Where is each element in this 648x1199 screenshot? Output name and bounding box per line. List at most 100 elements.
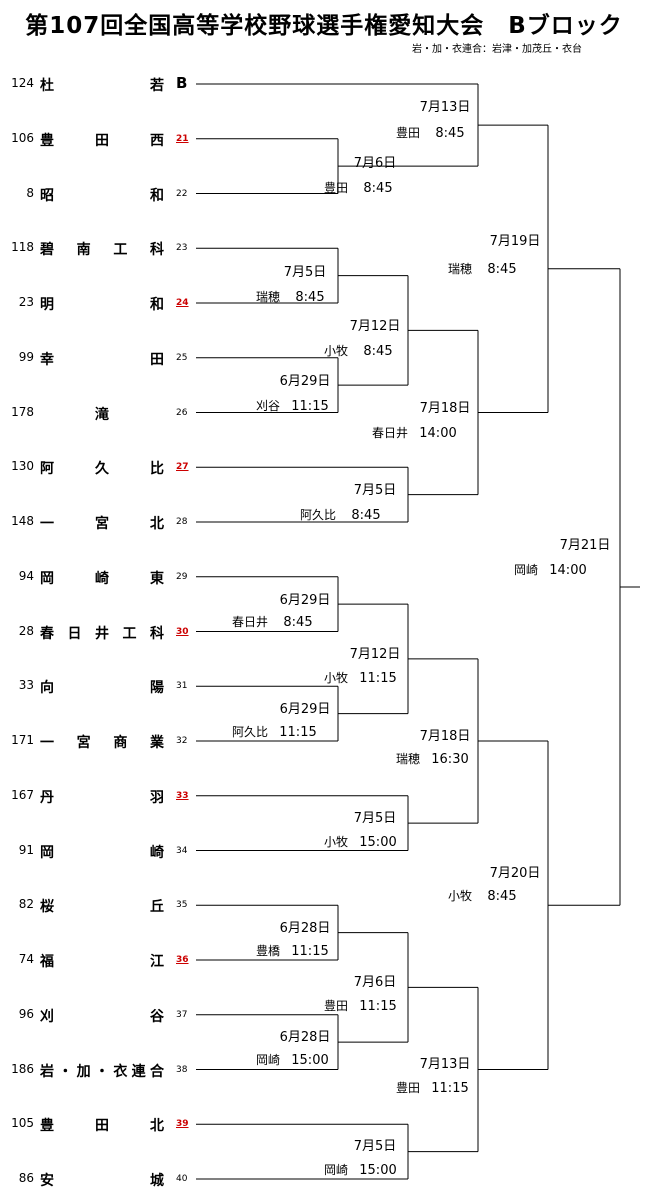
game-time: 8:45 — [487, 889, 517, 904]
game-date: 7月18日 — [419, 729, 471, 744]
team-note: 岩・加・衣連合：岩津・加茂丘・衣台 — [412, 44, 582, 55]
game-date: 6月28日 — [279, 921, 331, 936]
team-name: 杜若 — [40, 78, 164, 94]
game-venue: 春日井 — [371, 426, 408, 440]
game-venue-time: 豊田 11:15 — [300, 997, 408, 1014]
bracket-slot-number: 34 — [176, 845, 188, 856]
team-name: 岩・加・衣連合 — [40, 1063, 164, 1080]
team-name: 阿久比 — [40, 461, 164, 478]
team-seed-number: 167 — [11, 787, 34, 802]
team-name: 向陽 — [40, 680, 164, 697]
team-seed-number: 33 — [18, 678, 34, 693]
team-seed-number: 124 — [11, 76, 34, 90]
game-time: 16:30 — [431, 752, 469, 767]
bracket-slot-number: 33 — [176, 790, 189, 801]
game-date: 6月29日 — [279, 702, 331, 717]
team-seed-number: 130 — [11, 459, 34, 474]
game-date: 6月28日 — [279, 1030, 331, 1045]
team-seed-number: 94 — [18, 568, 34, 583]
team-seed-number: 186 — [11, 1061, 34, 1076]
team-name: 一宮北 — [40, 516, 164, 532]
game-date: 6月29日 — [279, 593, 331, 608]
team-name: 岡崎東 — [40, 570, 164, 587]
team-seed-number: 74 — [18, 952, 34, 966]
game-date: 7月5日 — [353, 1139, 397, 1154]
bracket-slot-number: 39 — [176, 1119, 189, 1130]
game-venue: 瑞穂 — [255, 290, 280, 304]
team-name: 碧南工科 — [40, 242, 164, 259]
game-venue: 小牧 — [323, 344, 348, 358]
team-seed-number: 23 — [18, 295, 34, 309]
game-date: 7月13日 — [419, 100, 471, 115]
bracket-slot-number: 21 — [176, 133, 189, 144]
team-name: 福江 — [40, 954, 164, 970]
game-venue-time: 岡崎 14:00 — [490, 561, 598, 578]
game-time: 11:15 — [291, 399, 329, 414]
game-time: 8:45 — [363, 181, 393, 196]
game-venue: 瑞穂 — [447, 262, 472, 276]
team-name: 刈谷 — [40, 1008, 164, 1025]
game-time: 11:15 — [431, 1081, 469, 1096]
team-name: 昭和 — [40, 187, 164, 204]
team-seed-number: 8 — [26, 185, 34, 200]
game-time: 15:00 — [359, 835, 397, 850]
bracket-slot-number: 24 — [176, 298, 189, 308]
bracket-slot-number: 28 — [176, 517, 188, 527]
game-date: 7月5日 — [353, 811, 397, 826]
game-time: 14:00 — [419, 426, 457, 441]
game-venue-time: 春日井 14:00 — [360, 424, 468, 441]
bracket-slot-number: 25 — [176, 352, 188, 363]
team-seed-number: 178 — [11, 404, 34, 419]
game-date: 7月19日 — [489, 234, 541, 249]
game-venue: 豊田 — [323, 999, 348, 1013]
game-date: 7月20日 — [489, 866, 541, 881]
game-date: 7月6日 — [353, 975, 397, 990]
bracket-slot-number: 38 — [176, 1064, 188, 1075]
game-venue: 小牧 — [323, 671, 348, 685]
team-name: 安城 — [40, 1173, 164, 1189]
game-date: 7月18日 — [419, 401, 471, 416]
game-date: 7月21日 — [559, 538, 611, 553]
game-venue: 岡崎 — [513, 563, 538, 577]
game-time: 11:15 — [291, 944, 329, 959]
game-time: 8:45 — [295, 290, 325, 305]
team-seed-number: 171 — [11, 733, 34, 747]
team-seed-number: 82 — [18, 897, 34, 912]
team-name: 桜丘 — [40, 899, 164, 916]
team-name: 一宮商業 — [40, 735, 164, 751]
bracket-slot-number: 32 — [176, 736, 188, 746]
game-date: 7月5日 — [353, 483, 397, 498]
bracket-slot-number: 36 — [176, 955, 189, 965]
game-date: 7月6日 — [353, 156, 397, 171]
team-seed-number: 91 — [18, 842, 34, 857]
game-venue: 瑞穂 — [395, 752, 420, 766]
game-time: 11:15 — [359, 999, 397, 1014]
game-venue-time: 小牧 11:15 — [300, 669, 408, 686]
game-venue: 岡崎 — [323, 1163, 348, 1177]
game-time: 8:45 — [283, 615, 313, 630]
bracket-slot-number: 27 — [176, 462, 189, 473]
game-time: 11:15 — [279, 725, 317, 740]
game-time: 8:45 — [363, 344, 393, 359]
team-name: 幸田 — [40, 351, 164, 368]
team-seed-number: 106 — [11, 130, 34, 145]
game-venue: 小牧 — [323, 835, 348, 849]
team-seed-number: 118 — [11, 240, 34, 255]
game-venue: 春日井 — [231, 615, 268, 629]
game-time: 11:15 — [359, 671, 397, 686]
game-date: 6月29日 — [279, 374, 331, 389]
team-name: 明和 — [40, 297, 164, 313]
game-venue-time: 小牧 15:00 — [300, 833, 408, 850]
team-seed-number: 148 — [11, 514, 34, 528]
bracket-slot-number: 35 — [176, 900, 188, 911]
game-time: 14:00 — [549, 563, 587, 578]
page-title: 第107回全国高等学校野球選手権愛知大会 Bブロック — [25, 13, 623, 39]
bracket-slot-number: 23 — [176, 243, 188, 254]
